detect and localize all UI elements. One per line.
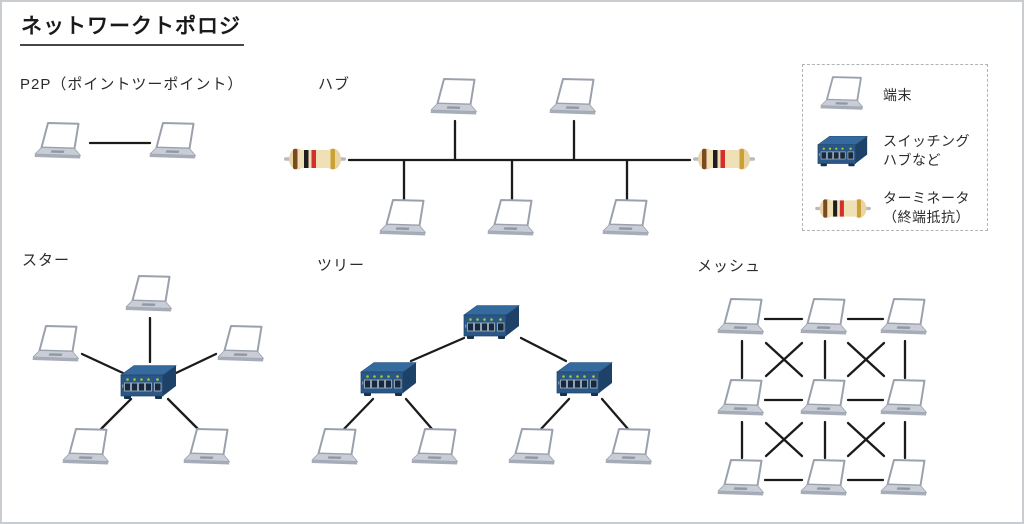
connection-line xyxy=(764,341,804,378)
connection-line xyxy=(846,421,886,458)
laptop-icon xyxy=(880,459,928,497)
laptop-icon xyxy=(800,298,848,336)
terminator-icon xyxy=(815,195,871,222)
terminator-icon xyxy=(693,148,755,170)
laptop-icon xyxy=(717,379,765,417)
legend-label-line: （終端抵抗） xyxy=(883,209,970,225)
section-label-p2p: P2P（ポイントツーポイント） xyxy=(20,76,244,93)
laptop-icon xyxy=(411,428,459,466)
connection-line xyxy=(846,341,886,378)
laptop-icon xyxy=(549,78,597,116)
connection-line xyxy=(600,397,630,431)
switching-hub-icon xyxy=(816,134,870,168)
switching-hub-icon xyxy=(360,362,417,397)
laptop-icon xyxy=(379,199,427,237)
laptop-icon xyxy=(800,379,848,417)
legend-label-switching-hub: スイッチング ハブなど xyxy=(883,132,970,170)
legend-label-line: スイッチング xyxy=(883,133,970,149)
laptop-icon xyxy=(125,275,173,313)
legend-label-line: ターミネータ xyxy=(883,190,970,206)
laptop-icon xyxy=(183,428,231,466)
section-label-mesh: メッシュ xyxy=(697,258,762,275)
laptop-icon xyxy=(311,428,359,466)
legend-item-terminal: 端末 xyxy=(803,73,987,117)
laptop-icon xyxy=(800,459,848,497)
laptop-icon xyxy=(605,428,653,466)
terminator-icon xyxy=(284,148,346,170)
section-label-star: スター xyxy=(22,252,71,269)
laptop-icon xyxy=(880,298,928,336)
legend-label-line: ハブなど xyxy=(883,152,941,168)
connection-line xyxy=(174,352,218,375)
laptop-icon xyxy=(820,76,866,115)
laptop-icon xyxy=(487,199,535,237)
switching-hub-icon xyxy=(463,305,520,340)
legend-item-switching-hub: スイッチング ハブなど xyxy=(803,129,987,173)
section-label-hub: ハブ xyxy=(318,76,351,93)
connection-line xyxy=(80,352,125,375)
switching-hub-icon xyxy=(120,365,177,400)
laptop-icon xyxy=(508,428,556,466)
laptop-icon xyxy=(717,459,765,497)
laptop-icon xyxy=(62,428,110,466)
laptop-icon xyxy=(717,298,765,336)
laptop-icon xyxy=(430,78,478,116)
connection-line xyxy=(97,397,133,433)
legend-label-line: 端末 xyxy=(883,86,912,103)
legend: 端末 スイッチング ハブなど ターミネータ （終端抵抗） xyxy=(802,64,988,231)
laptop-icon xyxy=(34,122,82,160)
connection-line xyxy=(166,397,202,433)
legend-label-terminal: 端末 xyxy=(883,86,912,105)
connection-line xyxy=(409,336,466,363)
laptop-icon xyxy=(880,379,928,417)
legend-label-terminator: ターミネータ （終端抵抗） xyxy=(883,189,970,227)
legend-item-terminator: ターミネータ （終端抵抗） xyxy=(803,186,987,230)
laptop-icon xyxy=(602,199,650,237)
laptop-icon xyxy=(149,122,197,160)
section-label-tree: ツリー xyxy=(317,257,366,274)
connection-lines xyxy=(80,119,907,482)
connection-line xyxy=(342,397,375,431)
connection-line xyxy=(539,397,571,431)
switching-hub-icon xyxy=(556,362,613,397)
connection-line xyxy=(764,421,804,458)
connection-line xyxy=(519,336,568,363)
connection-line xyxy=(404,397,434,431)
laptop-icon xyxy=(217,325,265,363)
page-title: ネットワークトポロジ xyxy=(20,10,244,46)
laptop-icon xyxy=(32,325,80,363)
